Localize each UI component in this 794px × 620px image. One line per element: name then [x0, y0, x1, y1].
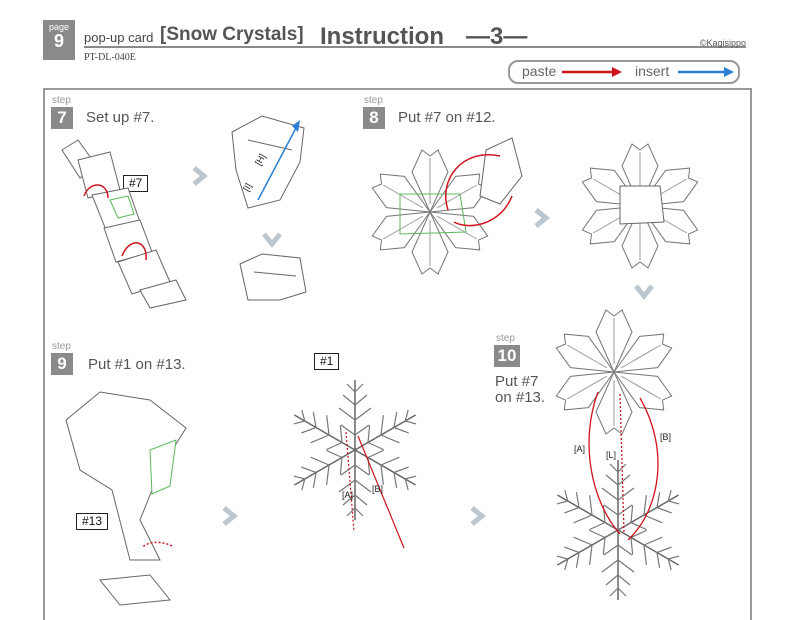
- mark-i: [I]: [241, 181, 253, 193]
- instruction-number: —3—: [466, 23, 528, 50]
- page-number: 9: [53, 31, 64, 51]
- insert-arrow-icon: [678, 67, 734, 77]
- step-9-text: Put #1 on #13.: [88, 356, 186, 373]
- step-9-paste-line-b: [357, 435, 405, 549]
- legend-insert-label: insert: [635, 63, 670, 79]
- step-8-paste-arrow: [445, 154, 501, 211]
- part-label-1: #1: [314, 353, 340, 370]
- step-7-paste-arrow-2: [121, 242, 147, 261]
- mark-l-10: [L]: [606, 450, 616, 460]
- product-type: pop-up card: [84, 30, 154, 45]
- instruction-frame: [43, 88, 752, 620]
- step-9-number: 9: [51, 353, 73, 375]
- step-7-insert-line: [257, 127, 297, 201]
- step-7-strip: [61, 139, 187, 309]
- step-8-part-7: [479, 137, 523, 205]
- step-8-paste-arrow-2: [453, 195, 513, 227]
- copyright: ©Kagisippo: [699, 38, 746, 48]
- header-rule: [84, 46, 746, 48]
- step-10-paste-arrow-b: [627, 397, 659, 541]
- product-code: PT-DL-040E: [84, 52, 136, 63]
- mark-a: [A]: [342, 490, 353, 500]
- page-word: page: [48, 22, 70, 32]
- chevron-down-icon: [264, 234, 280, 244]
- chevron-arrow-icon: [194, 168, 204, 184]
- step-7-folded-piece: [231, 115, 307, 301]
- step-7-text: Set up #7.: [86, 109, 155, 126]
- paste-arrow-icon: [562, 67, 622, 77]
- step-9-part-13: [65, 391, 187, 606]
- page-title: Instruction: [320, 23, 444, 50]
- step-10-paste-arrow-a: [588, 391, 621, 535]
- step-7-tag: step: [52, 95, 71, 106]
- step-10-text-line1: Put #7: [495, 373, 539, 390]
- step-9-paste-line-a: [345, 431, 355, 533]
- step-10-paste-line-l: [619, 393, 625, 533]
- mark-a-10: [A]: [574, 444, 585, 454]
- step-10-tag: step: [496, 333, 515, 344]
- step-10-number: 10: [494, 345, 520, 367]
- step-8-text: Put #7 on #12.: [398, 109, 496, 126]
- chevron-arrow-icon-2: [536, 210, 546, 226]
- part-label-7: #7: [123, 175, 149, 192]
- mark-b: [B]: [372, 484, 383, 494]
- step-10-top-snowflake: [550, 309, 678, 435]
- step-9-tag: step: [52, 341, 71, 352]
- step-7-insert-arrowhead: [292, 120, 300, 132]
- step-10-text-line2: on #13.: [495, 389, 546, 406]
- product-name: [Snow Crystals]: [160, 24, 304, 45]
- step-7-paste-arrow-1: [83, 184, 109, 199]
- step-8-snowflake: [366, 149, 494, 275]
- step-10-bottom-snowflake: [548, 459, 688, 601]
- mark-h: [H]: [253, 152, 267, 167]
- legend: paste insert: [508, 60, 740, 84]
- chevron-arrow-icon-4: [472, 508, 482, 524]
- step-8-number: 8: [363, 107, 385, 129]
- legend-paste-label: paste: [522, 63, 557, 79]
- part-label-13: #13: [76, 513, 109, 530]
- step-8-result-snowflake: [576, 143, 704, 269]
- chevron-down-icon-2: [636, 286, 652, 296]
- step-8-tag: step: [364, 95, 383, 106]
- chevron-arrow-icon-3: [224, 508, 234, 524]
- step-9-snowflake: [285, 379, 425, 521]
- step-7-number: 7: [51, 107, 73, 129]
- mark-b-10: [B]: [660, 432, 671, 442]
- page-badge: page 9: [43, 20, 75, 60]
